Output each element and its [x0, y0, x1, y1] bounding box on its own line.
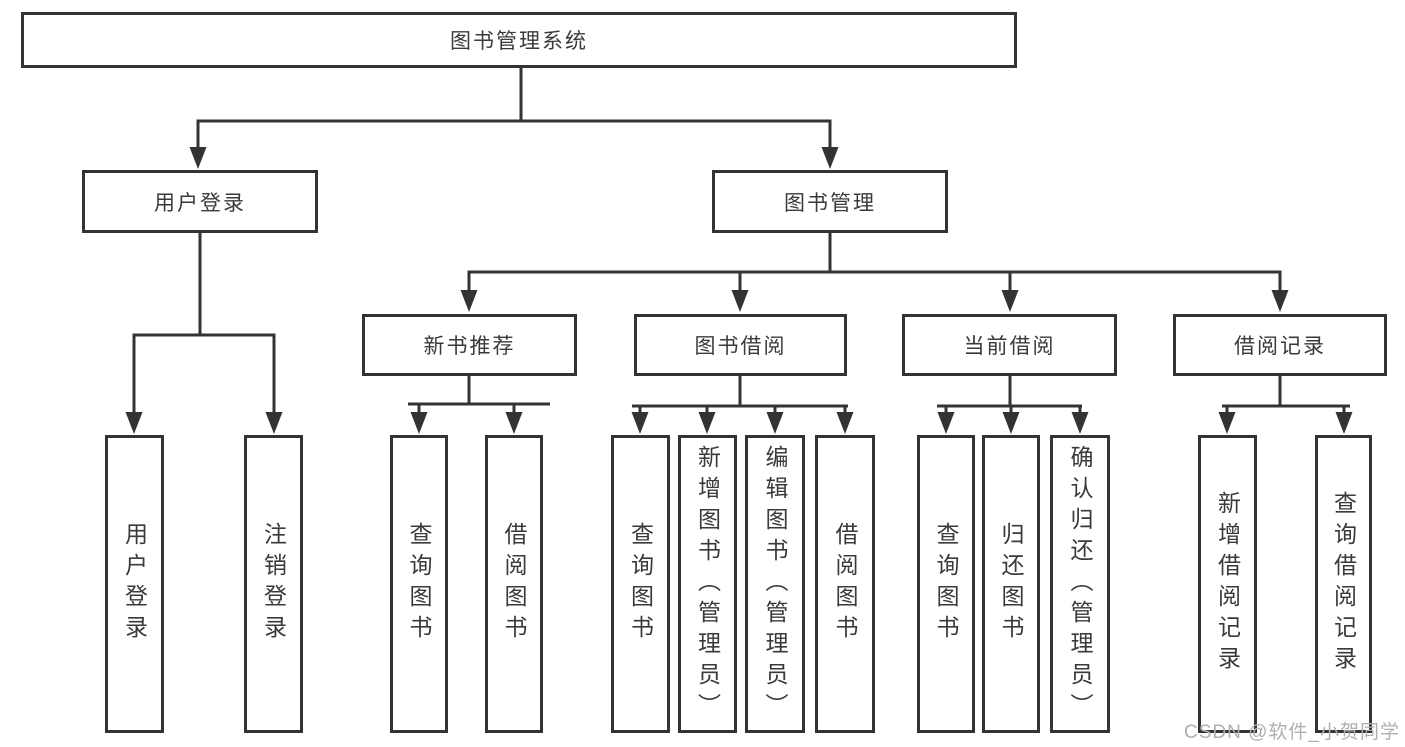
node-current-borrow: 当前借阅: [902, 314, 1117, 376]
node-book-borrow: 图书借阅: [634, 314, 847, 376]
leaf-nbr-query-books-label: 查询图书: [406, 522, 432, 646]
leaf-br-add-record: 新增借阅记录: [1198, 435, 1257, 733]
node-borrow-records: 借阅记录: [1173, 314, 1387, 376]
node-user-login-label: 用户登录: [154, 191, 246, 215]
leaf-user-login-label: 用户登录: [121, 522, 148, 646]
leaf-bb-borrow-books: 借阅图书: [815, 435, 875, 733]
leaf-user-login: 用户登录: [105, 435, 164, 733]
leaf-br-query-record-label: 查询借阅记录: [1330, 491, 1357, 677]
leaf-bb-query-books: 查询图书: [611, 435, 670, 733]
leaf-bb-add-books-admin-label: 新增图书（管理员）: [694, 444, 721, 724]
leaf-cb-return-books: 归还图书: [982, 435, 1040, 733]
leaf-bb-query-books-label: 查询图书: [627, 522, 654, 646]
leaf-nbr-borrow-books: 借阅图书: [485, 435, 543, 733]
leaf-br-add-record-label: 新增借阅记录: [1214, 491, 1241, 677]
leaf-nbr-borrow-books-label: 借阅图书: [501, 522, 527, 646]
leaf-bb-borrow-books-label: 借阅图书: [832, 522, 858, 646]
leaf-logout: 注销登录: [244, 435, 303, 733]
watermark: CSDN @软件_小贺同学: [1184, 722, 1400, 743]
leaf-bb-edit-books-admin: 编辑图书（管理员）: [745, 435, 805, 733]
node-current-borrow-label: 当前借阅: [963, 335, 1056, 358]
node-new-book-recommend: 新书推荐: [362, 314, 577, 376]
node-book-management: 图书管理: [712, 170, 948, 233]
leaf-cb-query-books-label: 查询图书: [933, 522, 959, 646]
leaf-bb-add-books-admin: 新增图书（管理员）: [678, 435, 737, 733]
node-root: 图书管理系统: [21, 12, 1017, 68]
leaf-cb-query-books: 查询图书: [917, 435, 975, 733]
leaf-bb-edit-books-admin-label: 编辑图书（管理员）: [762, 444, 788, 724]
node-user-login: 用户登录: [82, 170, 318, 233]
node-book-borrow-label: 图书借阅: [694, 335, 787, 358]
leaf-cb-return-books-label: 归还图书: [998, 522, 1024, 646]
leaf-logout-label: 注销登录: [260, 522, 287, 646]
leaf-cb-confirm-return-admin-label: 确认归还（管理员）: [1067, 444, 1093, 724]
leaf-br-query-record: 查询借阅记录: [1315, 435, 1372, 733]
leaf-nbr-query-books: 查询图书: [390, 435, 448, 733]
node-book-management-label: 图书管理: [784, 191, 876, 215]
leaf-cb-confirm-return-admin: 确认归还（管理员）: [1050, 435, 1110, 733]
node-borrow-records-label: 借阅记录: [1234, 335, 1326, 358]
node-new-book-recommend-label: 新书推荐: [423, 335, 516, 358]
node-root-label: 图书管理系统: [450, 30, 588, 53]
